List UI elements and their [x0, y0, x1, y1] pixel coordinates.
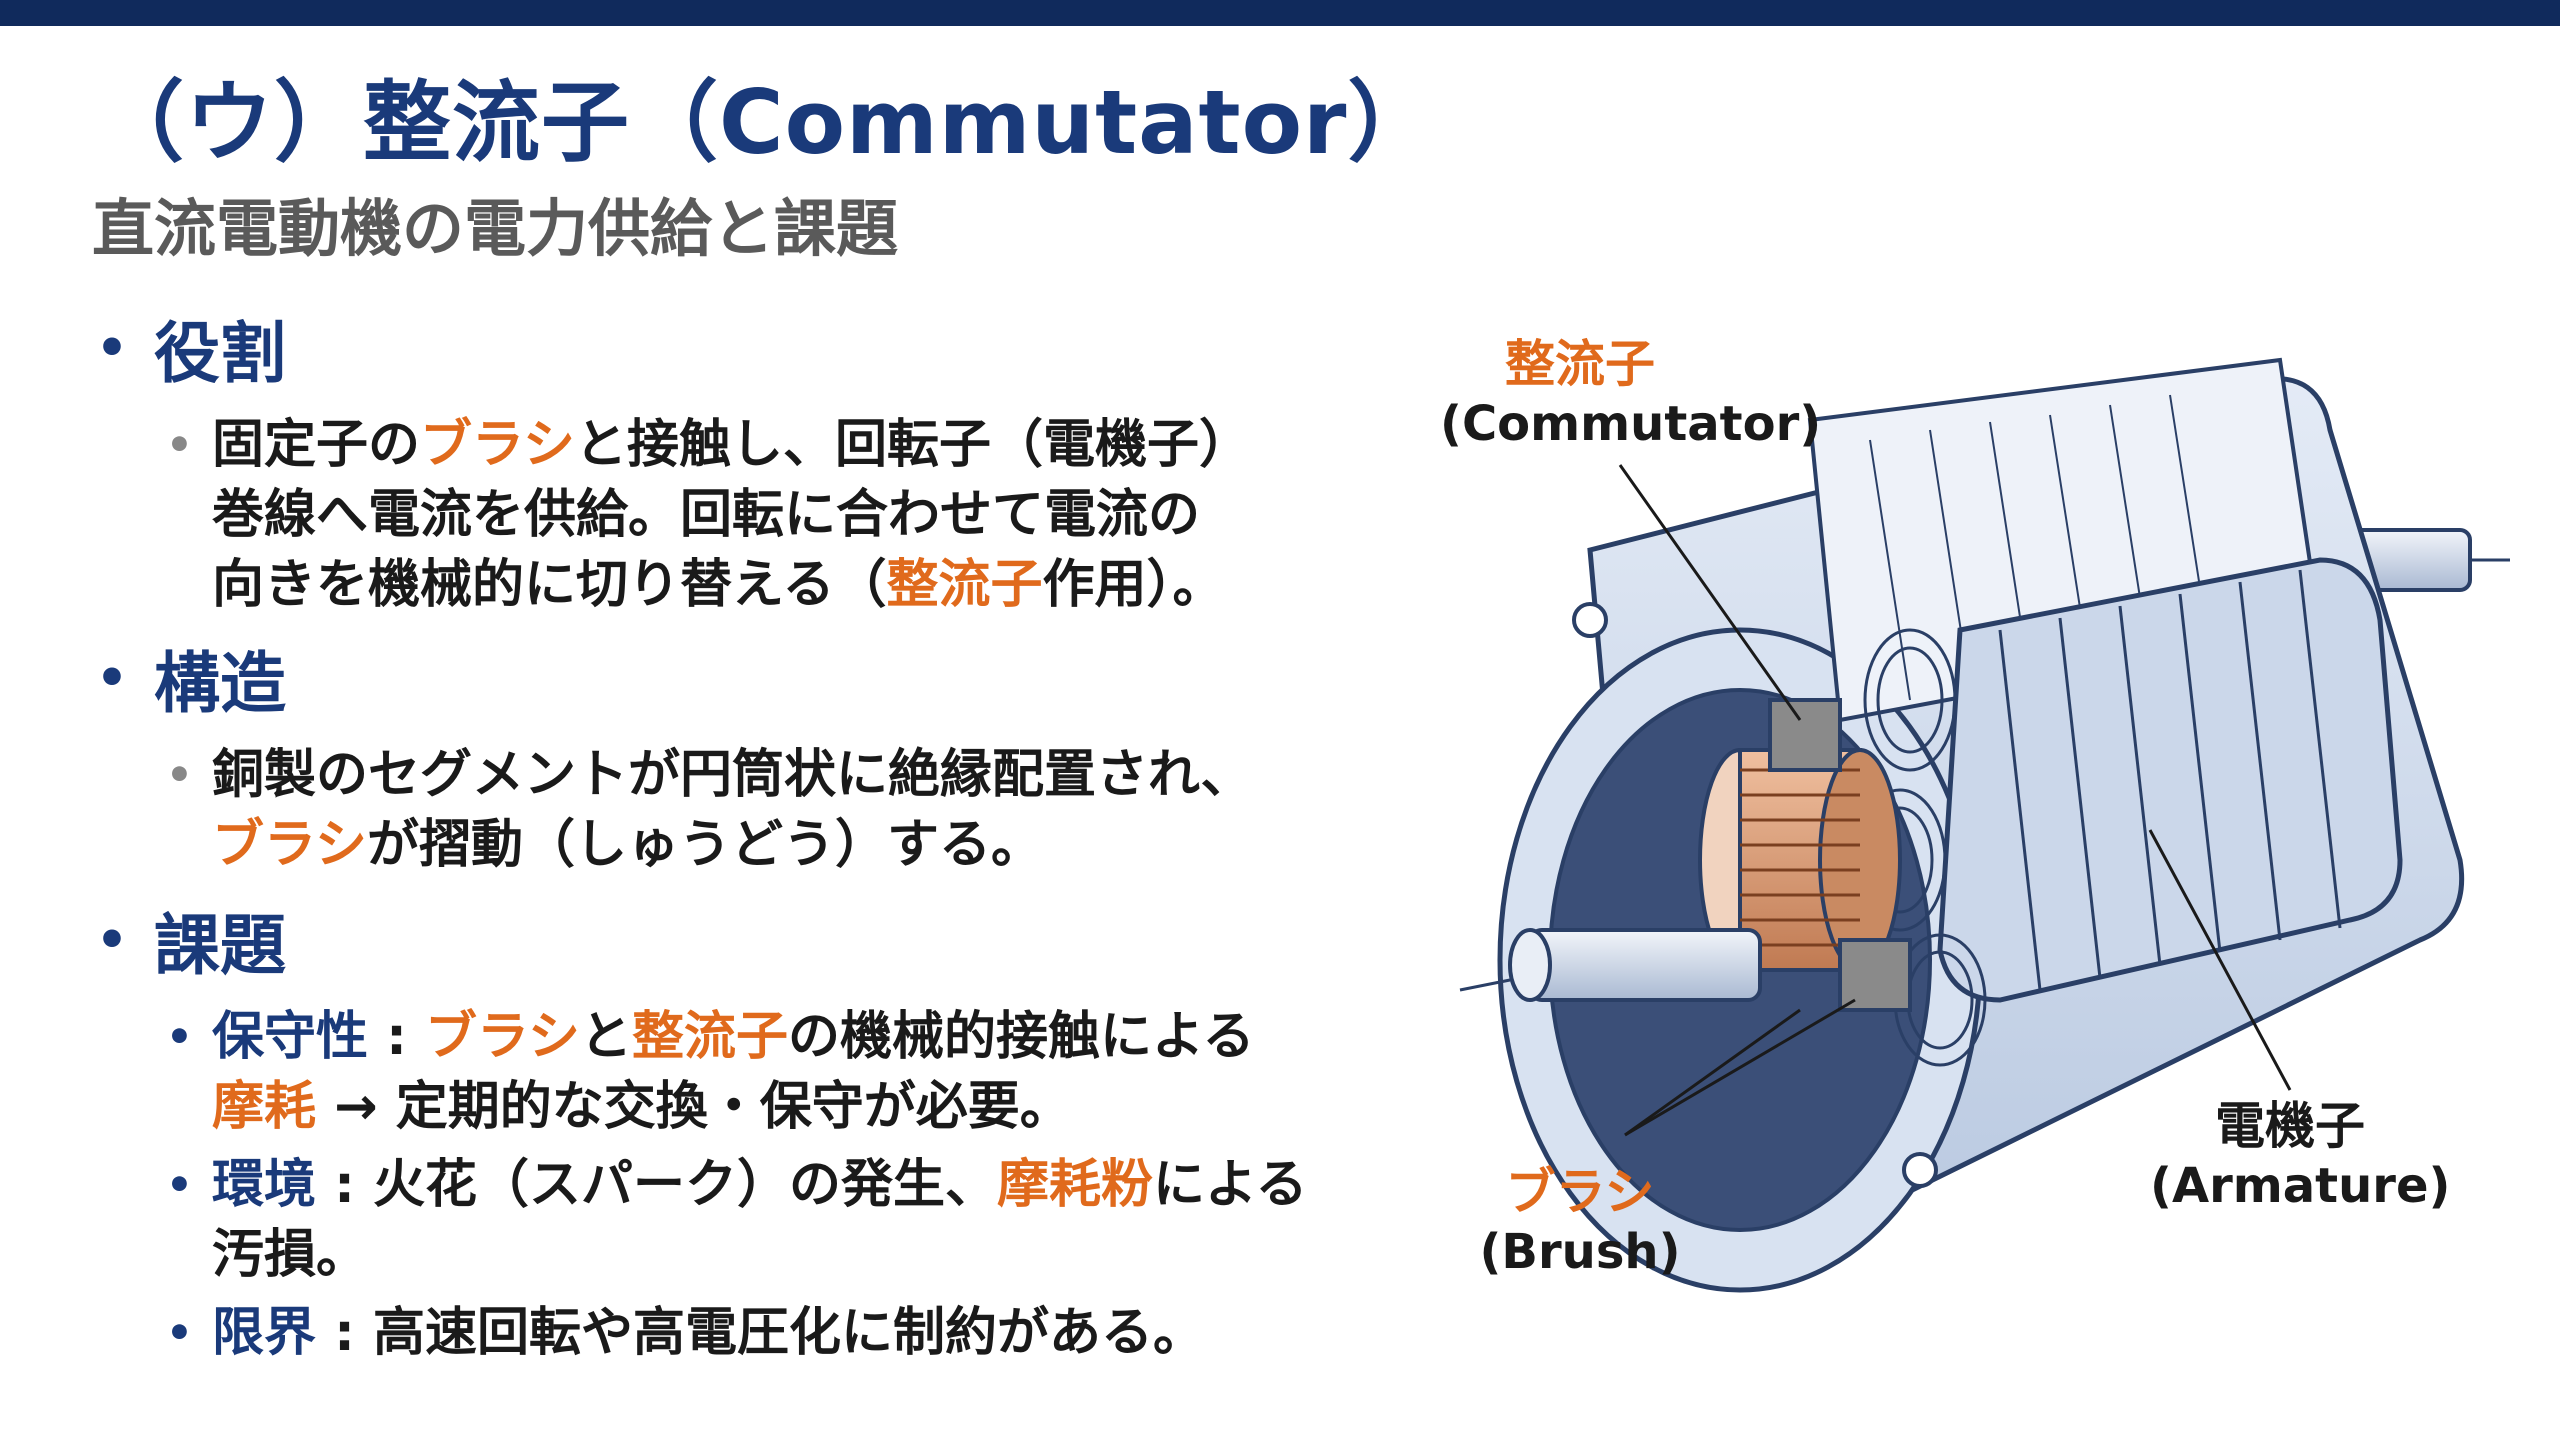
bullet-icon: •: [96, 649, 128, 707]
text-run: 作用）。: [1042, 555, 1225, 615]
slide-title: （ウ）整流子（Commutator）: [96, 71, 1437, 174]
bullet-line: 摩耗 → 定期的な交換・保守が必要。: [212, 1072, 1308, 1142]
motor-cutaway-drawing: [1459, 357, 2510, 1293]
text-run: 整流子: [886, 555, 1043, 615]
text-run: と接触し、回転子（電機子）: [574, 415, 1251, 475]
commutator-callout: 整流子 (Commutator): [1440, 335, 1822, 452]
commutator-leader: [1618, 464, 1802, 721]
brush-top: [1768, 698, 1842, 772]
bullet-line: ブラシが摺動（しゅうどう）する。: [212, 810, 1253, 880]
section-heading: 構造: [153, 645, 286, 722]
text-run: ブラシ: [420, 415, 575, 475]
text-run: 保守性: [212, 1007, 369, 1067]
text-run: 巻線へ電流を供給。回転に合わせて電流の: [212, 485, 1201, 545]
section-heading: 役割: [153, 315, 286, 392]
bullet-icon: •: [96, 319, 128, 377]
text-run: と: [580, 1007, 633, 1067]
section-items: 固定子のブラシと接触し、回転子（電機子）巻線へ電流を供給。回転に合わせて電流の向…: [166, 410, 1251, 620]
text-run: 摩耗粉: [997, 1155, 1154, 1215]
text-run: 固定子の: [212, 415, 421, 475]
bullet-line: 保守性 : ブラシと整流子の機械的接触による: [212, 1002, 1308, 1072]
armature-core: [1937, 557, 2403, 1003]
text-run: が摺動（しゅうどう）する。: [366, 815, 1043, 875]
text-run: : 火花（スパーク）の発生、: [316, 1155, 998, 1215]
text-run: 摩耗: [212, 1077, 317, 1137]
armature-callout: 電機子 (Armature): [2150, 1097, 2451, 1214]
text-run: :: [368, 1007, 426, 1067]
text-run: : 高速回転や高電圧化に制約がある。: [316, 1303, 1206, 1363]
text-run: 汚損。: [212, 1225, 369, 1285]
front-shaft: [1528, 928, 1762, 1002]
slide-subtitle: 直流電動機の電力供給と課題: [92, 192, 899, 265]
motor-illustration: 整流子 (Commutator) ブラシ (Brush) 電機子 (Armatu…: [1440, 300, 2540, 1320]
bullet-line: 銅製のセグメントが円筒状に絶縁配置され、: [212, 740, 1253, 810]
brush-callout: ブラシ (Brush): [1479, 1163, 1681, 1280]
bullet-icon: •: [96, 911, 128, 969]
armature-leader: [2148, 829, 2292, 1091]
text-run: 限界: [212, 1303, 317, 1363]
bullet-line: 向きを機械的に切り替える（整流子作用）。: [212, 550, 1251, 620]
top-bar: [0, 0, 2560, 26]
bullet-item: 限界 : 高速回転や高電圧化に制約がある。: [166, 1298, 1308, 1368]
bullet-line: 汚損。: [212, 1220, 1308, 1290]
section-role: • 役割 固定子のブラシと接触し、回転子（電機子）巻線へ電流を供給。回転に合わせ…: [96, 300, 1251, 628]
text-run: 銅製のセグメントが円筒状に絶縁配置され、: [212, 745, 1253, 805]
bullet-item: 固定子のブラシと接触し、回転子（電機子）巻線へ電流を供給。回転に合わせて電流の向…: [166, 410, 1251, 620]
brush-leader-1: [1624, 1008, 1801, 1137]
section-structure: • 構造 銅製のセグメントが円筒状に絶縁配置され、ブラシが摺動（しゅうどう）する…: [96, 630, 1253, 888]
bullet-item: 銅製のセグメントが円筒状に絶縁配置され、ブラシが摺動（しゅうどう）する。: [166, 740, 1253, 880]
text-run: 向きを機械的に切り替える（: [212, 555, 887, 615]
section-heading: 課題: [153, 907, 286, 984]
text-run: による: [1153, 1155, 1308, 1215]
brush-bottom: [1838, 938, 1912, 1012]
text-run: 環境: [212, 1155, 317, 1215]
section-items: 銅製のセグメントが円筒状に絶縁配置され、ブラシが摺動（しゅうどう）する。: [166, 740, 1253, 880]
bullet-line: 環境 : 火花（スパーク）の発生、摩耗粉による: [212, 1150, 1308, 1220]
bullet-line: 固定子のブラシと接触し、回転子（電機子）: [212, 410, 1251, 480]
bullet-line: 巻線へ電流を供給。回転に合わせて電流の: [212, 480, 1251, 550]
text-run: → 定期的な交換・保守が必要。: [316, 1077, 1072, 1137]
bullet-line: 限界 : 高速回転や高電圧化に制約がある。: [212, 1298, 1308, 1368]
text-run: 整流子: [632, 1007, 789, 1067]
text-run: ブラシ: [425, 1007, 580, 1067]
text-run: の機械的接触による: [788, 1007, 1255, 1067]
text-run: ブラシ: [212, 815, 367, 875]
brush-leader-2: [1624, 998, 1856, 1137]
